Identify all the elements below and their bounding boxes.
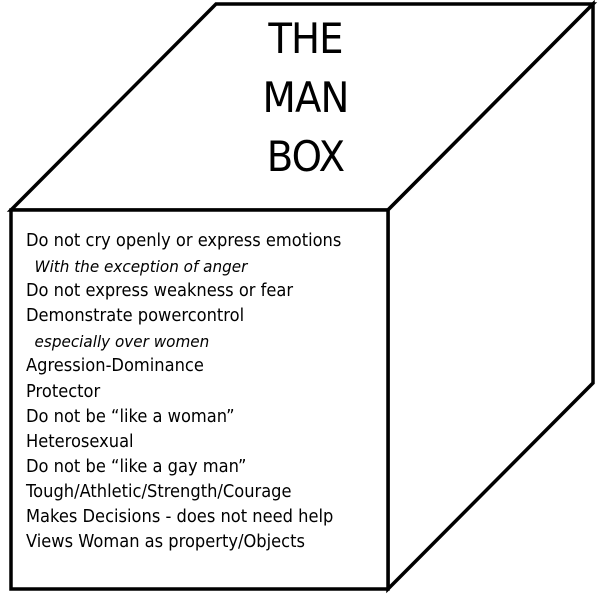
title-line-box: BOX <box>266 132 345 181</box>
list-item: Agression-Dominance <box>26 356 204 377</box>
cube-front-face <box>9 208 390 591</box>
title-line-man: MAN <box>262 73 350 122</box>
list-item: Heterosexual <box>26 431 134 452</box>
list-item: Makes Decisions - does not need help <box>26 507 334 528</box>
list-item: Demonstrate powercontrol <box>26 306 245 327</box>
list-item: Protector <box>26 381 101 402</box>
list-item: Tough/Athletic/Strength/Courage <box>26 481 292 502</box>
list-item: Do not be “like a gay man” <box>26 456 247 477</box>
title-line-the: THE <box>268 14 343 63</box>
list-item-note: With the exception of anger <box>34 257 248 277</box>
list-item: Do not be “like a woman” <box>26 406 235 427</box>
list-item-note: especially over women <box>34 332 210 352</box>
list-item: Do not express weakness or fear <box>26 281 294 302</box>
list-item: Views Woman as property/Objects <box>26 532 305 553</box>
list-item: Do not cry openly or express emotions <box>26 231 342 251</box>
expectations-list: Do not cry openly or express emotions Wi… <box>26 229 386 555</box>
